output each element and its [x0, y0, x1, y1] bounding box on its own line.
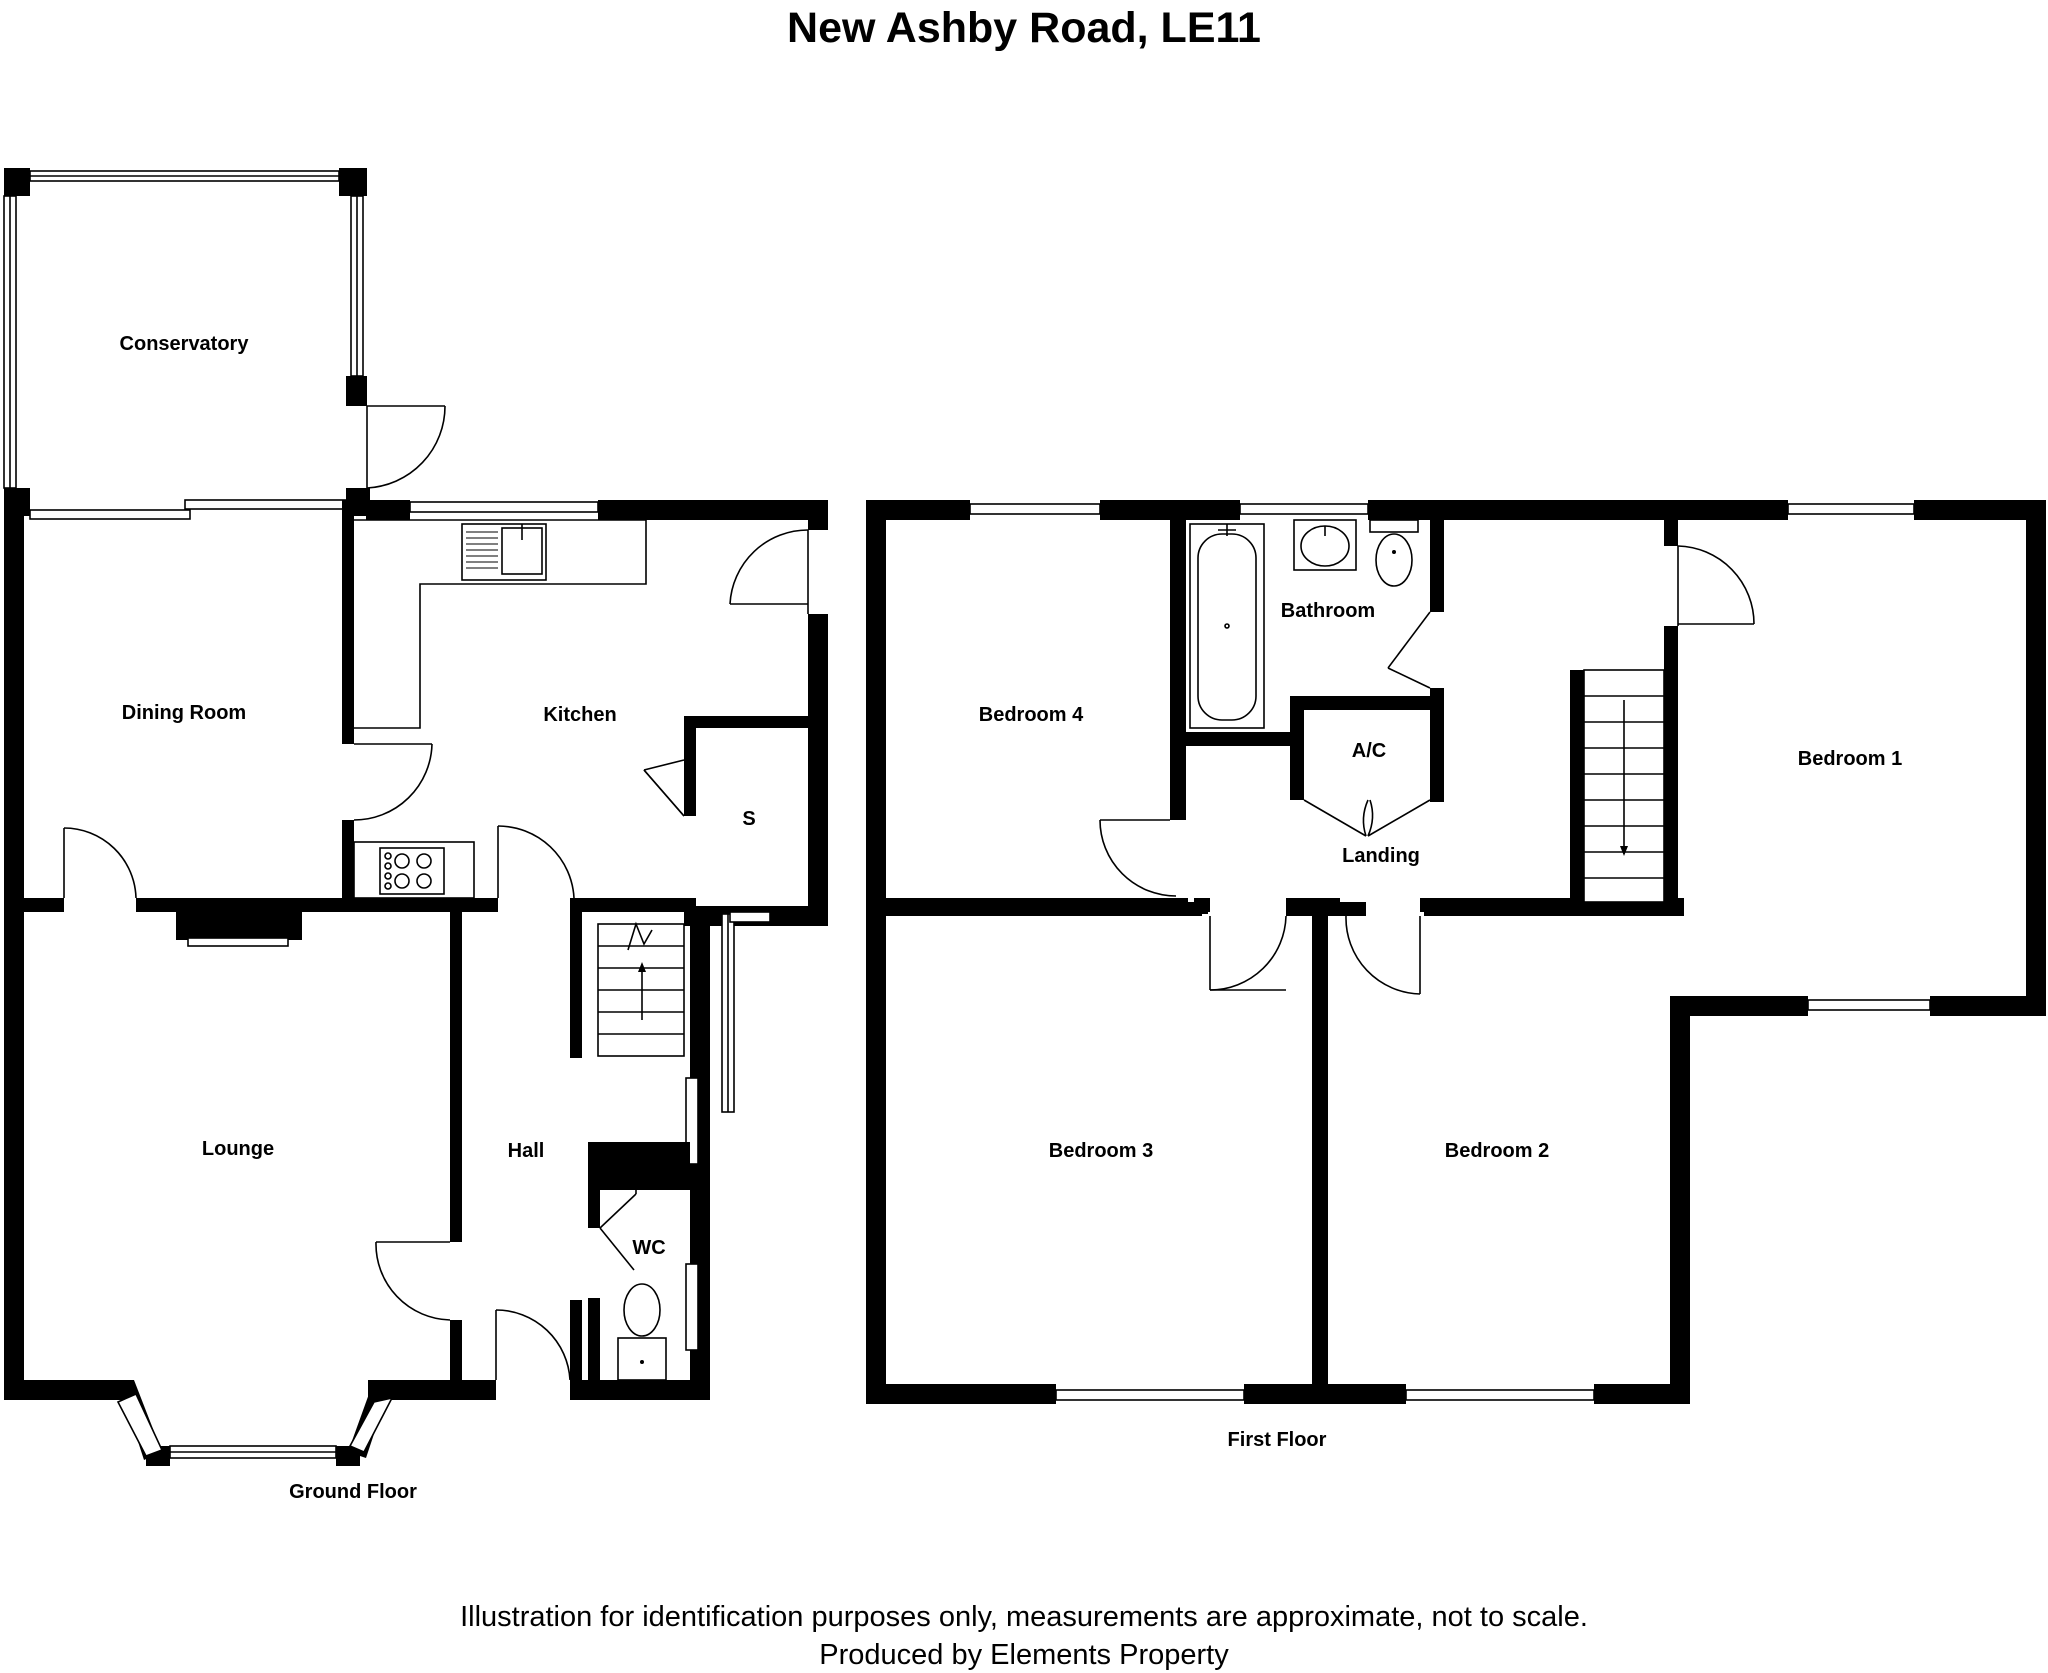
- conservatory-door: [366, 405, 446, 489]
- lounge-fireplace: [187, 937, 289, 947]
- kitchen-fixtures: [353, 519, 647, 899]
- first-stairs: [1583, 669, 1665, 903]
- bedroom2-label: Bedroom 2: [1445, 1140, 1549, 1162]
- store-label: S: [742, 808, 755, 830]
- bathroom-label: Bathroom: [1281, 600, 1375, 622]
- ground-floor-label: Ground Floor: [289, 1481, 417, 1503]
- bedroom4-label: Bedroom 4: [979, 704, 1084, 726]
- first-outer-windows: [969, 503, 1931, 1401]
- ground-outer-windows: [116, 501, 771, 1459]
- ground-floor-plan: [3, 168, 828, 1466]
- producer-text: Produced by Elements Property: [819, 1639, 1229, 1671]
- ground-outer-walls: [4, 500, 828, 1466]
- disclaimer-text: Illustration for identification purposes…: [460, 1601, 1588, 1633]
- first-floor-plan: [866, 500, 2046, 1404]
- conservatory-windows: [3, 170, 364, 520]
- plan-title: New Ashby Road, LE11: [787, 4, 1261, 52]
- first-floor-label: First Floor: [1228, 1429, 1327, 1451]
- hall-label: Hall: [508, 1140, 545, 1162]
- bedroom3-label: Bedroom 3: [1049, 1140, 1153, 1162]
- lounge-label: Lounge: [202, 1138, 274, 1160]
- ac-label: A/C: [1352, 740, 1386, 762]
- conservatory-label: Conservatory: [120, 333, 250, 355]
- wc-label: WC: [632, 1237, 665, 1259]
- landing-label: Landing: [1342, 845, 1420, 867]
- kitchen-label: Kitchen: [543, 704, 616, 726]
- first-outer-walls: [866, 500, 2046, 1404]
- ground-interior-walls: [4, 500, 828, 1394]
- dining-room-label: Dining Room: [122, 702, 246, 724]
- bathroom-fixtures: [1189, 519, 1419, 729]
- ground-doors: [63, 529, 809, 1381]
- first-interior-walls: [866, 500, 1684, 1402]
- ground-stairs: [597, 921, 685, 1057]
- wc-toilet: [617, 1283, 667, 1381]
- bedroom1-label: Bedroom 1: [1798, 748, 1902, 770]
- first-doors: [1099, 545, 1755, 995]
